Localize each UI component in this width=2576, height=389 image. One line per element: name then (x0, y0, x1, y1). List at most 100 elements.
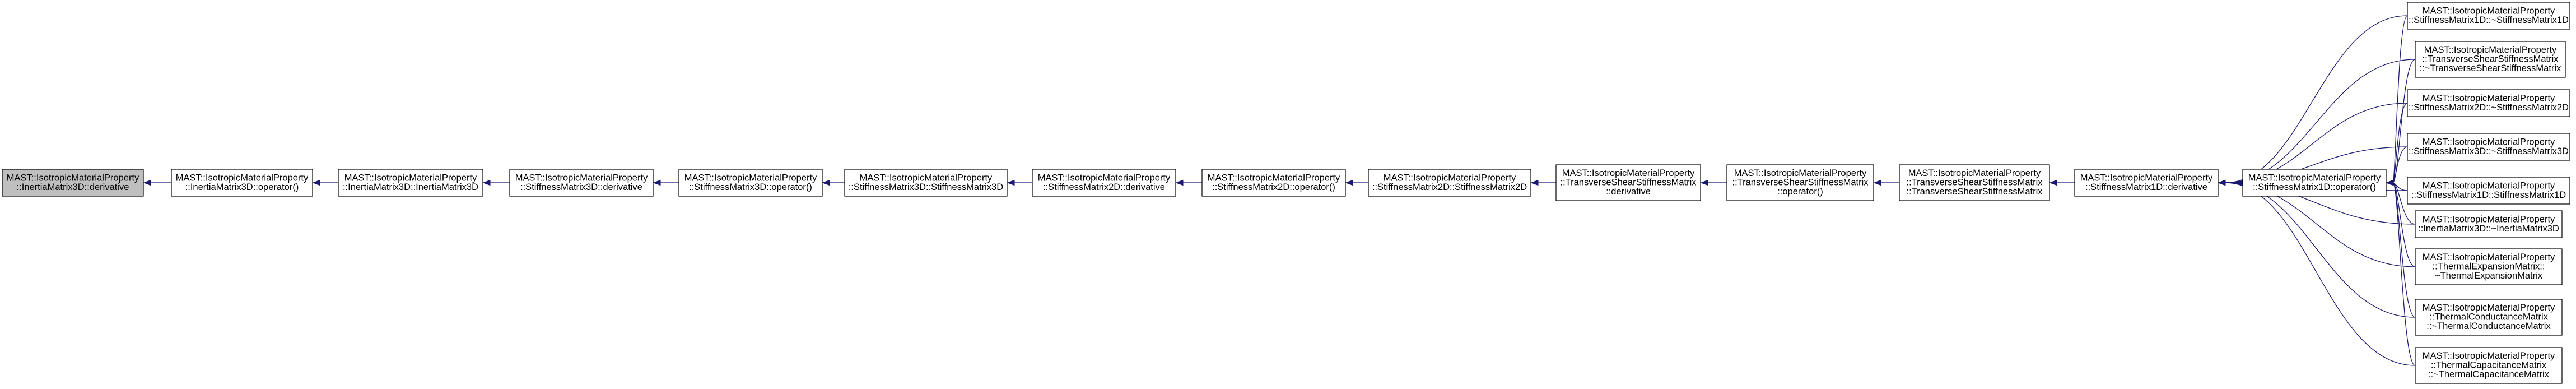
graph-node-label-line: ::InertiaMatrix3D::operator() (185, 182, 299, 192)
graph-node-label-line: MAST::IsotropicMaterialProperty (2423, 303, 2555, 313)
graph-edge-arrowhead (1530, 179, 1539, 186)
graph-node-stiffness3d-dtor[interactable]: MAST::IsotropicMaterialProperty::Stiffne… (2407, 133, 2570, 161)
graph-node-inertia3d-derivative[interactable]: MAST::IsotropicMaterialProperty::Inertia… (2, 169, 144, 197)
graph-node-tshear-operator[interactable]: MAST::IsotropicMaterialProperty::Transve… (1726, 164, 1874, 201)
graph-node-stiffness3d-ctor[interactable]: MAST::IsotropicMaterialProperty::Stiffne… (844, 169, 1008, 197)
graph-edge-arrowhead (1007, 179, 1015, 186)
graph-node-inertia3d-operator[interactable]: MAST::IsotropicMaterialProperty::Inertia… (171, 169, 313, 197)
graph-node-label-line: MAST::IsotropicMaterialProperty (515, 173, 648, 183)
graph-node-label-line: MAST::IsotropicMaterialProperty (2424, 45, 2557, 55)
graph-node-box (338, 169, 483, 197)
graph-edge (2392, 146, 2408, 183)
graph-node-box (2, 169, 144, 197)
graph-node-box (2415, 299, 2563, 336)
graph-node-box (2415, 347, 2563, 384)
graph-node-stiffness1d-ctor[interactable]: MAST::IsotropicMaterialProperty::Stiffne… (2407, 177, 2570, 205)
graph-node-tshear-ctor[interactable]: MAST::IsotropicMaterialProperty::Transve… (1899, 164, 2050, 201)
graph-edge (2224, 182, 2416, 318)
graph-node-thermalexp-dtor[interactable]: MAST::IsotropicMaterialProperty::Thermal… (2415, 248, 2563, 285)
graph-node-label-line: MAST::IsotropicMaterialProperty (860, 173, 993, 183)
graph-node-box (2407, 89, 2570, 117)
graph-edge (2224, 182, 2416, 366)
graph-node-label-line: MAST::IsotropicMaterialProperty (176, 173, 309, 183)
graph-node-label-line: ::ThermalCapacitanceMatrix (2431, 360, 2547, 371)
graph-node-stiffness2d-derivative[interactable]: MAST::IsotropicMaterialProperty::Stiffne… (1032, 169, 1176, 197)
graph-node-stiffness1d-derivative[interactable]: MAST::IsotropicMaterialProperty::Stiffne… (2074, 169, 2219, 197)
graph-node-box (2242, 169, 2387, 197)
graph-edge-arrowhead (1700, 179, 1708, 186)
graph-node-label-line: ::TransverseShearStiffnessMatrix (1906, 178, 2043, 188)
graph-node-box (1032, 169, 1176, 197)
graph-node-box (2415, 41, 2566, 78)
graph-edge (2392, 182, 2416, 366)
call-graph-nodes: MAST::IsotropicMaterialProperty::Inertia… (2, 2, 2570, 384)
graph-node-label-line: MAST::IsotropicMaterialProperty (2423, 93, 2555, 103)
graph-node-tshear-dtor[interactable]: MAST::IsotropicMaterialProperty::Transve… (2415, 41, 2566, 78)
graph-edge (2224, 59, 2416, 183)
graph-node-label-line: ::StiffnessMatrix3D::~StiffnessMatrix3D (2409, 146, 2569, 156)
graph-node-label-line: MAST::IsotropicMaterialProperty (2423, 351, 2555, 361)
graph-edge (2392, 182, 2416, 267)
graph-node-box (1555, 164, 1701, 201)
graph-node-label-line: MAST::IsotropicMaterialProperty (7, 173, 139, 183)
graph-node-tshear-derivative[interactable]: MAST::IsotropicMaterialProperty::Transve… (1555, 164, 1701, 201)
graph-node-label-line: MAST::IsotropicMaterialProperty (2423, 180, 2555, 191)
call-graph-edges (143, 15, 2416, 366)
graph-node-label-line: MAST::IsotropicMaterialProperty (344, 173, 477, 183)
graph-node-box (509, 169, 654, 197)
graph-node-label-line: ::StiffnessMatrix2D::operator() (1212, 182, 1335, 192)
graph-node-box (1899, 164, 2050, 201)
graph-node-label-line: ::StiffnessMatrix2D::~StiffnessMatrix2D (2409, 103, 2569, 113)
graph-node-label-line: MAST::IsotropicMaterialProperty (2423, 252, 2555, 262)
graph-node-thermalcond-dtor[interactable]: MAST::IsotropicMaterialProperty::Thermal… (2415, 299, 2563, 336)
graph-node-label-line: MAST::IsotropicMaterialProperty (2423, 214, 2555, 224)
graph-node-stiffness1d-operator[interactable]: MAST::IsotropicMaterialProperty::Stiffne… (2242, 169, 2387, 197)
graph-node-box (844, 169, 1008, 197)
graph-node-box (2407, 177, 2570, 205)
graph-node-box (1726, 164, 1874, 201)
graph-edge-arrowhead (2218, 179, 2226, 186)
graph-node-label-line: ::ThermalExpansionMatrix:: (2433, 262, 2545, 272)
graph-edge (2392, 15, 2408, 183)
graph-node-label-line: ~ThermalExpansionMatrix (2435, 271, 2543, 281)
graph-edge-arrowhead (1175, 179, 1184, 186)
graph-node-stiffness3d-operator[interactable]: MAST::IsotropicMaterialProperty::Stiffne… (678, 169, 823, 197)
graph-node-label-line: MAST::IsotropicMaterialProperty (2080, 173, 2213, 183)
graph-node-label-line: ::derivative (1606, 187, 1651, 197)
graph-node-box (171, 169, 313, 197)
graph-node-label-line: ::operator() (1777, 187, 1823, 197)
graph-node-stiffness2d-operator[interactable]: MAST::IsotropicMaterialProperty::Stiffne… (1201, 169, 1346, 197)
graph-node-label-line: ::StiffnessMatrix3D::operator() (689, 182, 812, 192)
graph-edge (2392, 59, 2416, 183)
graph-node-inertia3d-ctor[interactable]: MAST::IsotropicMaterialProperty::Inertia… (338, 169, 483, 197)
graph-edge-arrowhead (482, 179, 491, 186)
graph-node-stiffness2d-dtor[interactable]: MAST::IsotropicMaterialProperty::Stiffne… (2407, 89, 2570, 117)
graph-node-label-line: MAST::IsotropicMaterialProperty (684, 173, 817, 183)
graph-node-stiffness2d-ctor[interactable]: MAST::IsotropicMaterialProperty::Stiffne… (1368, 169, 1531, 197)
graph-edge (2224, 15, 2408, 183)
graph-node-stiffness1d-dtor[interactable]: MAST::IsotropicMaterialProperty::Stiffne… (2407, 2, 2570, 30)
graph-edge-arrowhead (2049, 179, 2057, 186)
graph-node-stiffness3d-derivative[interactable]: MAST::IsotropicMaterialProperty::Stiffne… (509, 169, 654, 197)
graph-edge-arrowhead (822, 179, 830, 186)
graph-edge (2392, 103, 2408, 183)
graph-node-label-line: ::StiffnessMatrix1D::StiffnessMatrix1D (2411, 190, 2566, 200)
graph-node-label-line: MAST::IsotropicMaterialProperty (1734, 168, 1867, 178)
graph-edge (2392, 182, 2416, 225)
graph-node-label-line: MAST::IsotropicMaterialProperty (1208, 173, 1340, 183)
graph-node-box (2407, 2, 2570, 30)
graph-node-label-line: MAST::IsotropicMaterialProperty (1384, 173, 1516, 183)
graph-node-inertia3d-dtor[interactable]: MAST::IsotropicMaterialProperty::Inertia… (2415, 210, 2563, 238)
graph-node-label-line: ::ThermalConductanceMatrix (2429, 312, 2549, 322)
graph-node-label-line: ::StiffnessMatrix1D::~StiffnessMatrix1D (2409, 15, 2569, 25)
graph-node-label-line: ::InertiaMatrix3D::derivative (17, 182, 129, 192)
graph-edge-arrowhead (1873, 179, 1881, 186)
graph-node-thermalcap-dtor[interactable]: MAST::IsotropicMaterialProperty::Thermal… (2415, 347, 2563, 384)
graph-node-label-line: ::TransverseShearStiffnessMatrix (1560, 178, 1697, 188)
graph-node-label-line: MAST::IsotropicMaterialProperty (2423, 6, 2555, 16)
graph-node-box (678, 169, 823, 197)
graph-node-label-line: ::StiffnessMatrix3D::derivative (520, 182, 642, 192)
graph-node-box (1368, 169, 1531, 197)
graph-node-box (2415, 248, 2563, 285)
